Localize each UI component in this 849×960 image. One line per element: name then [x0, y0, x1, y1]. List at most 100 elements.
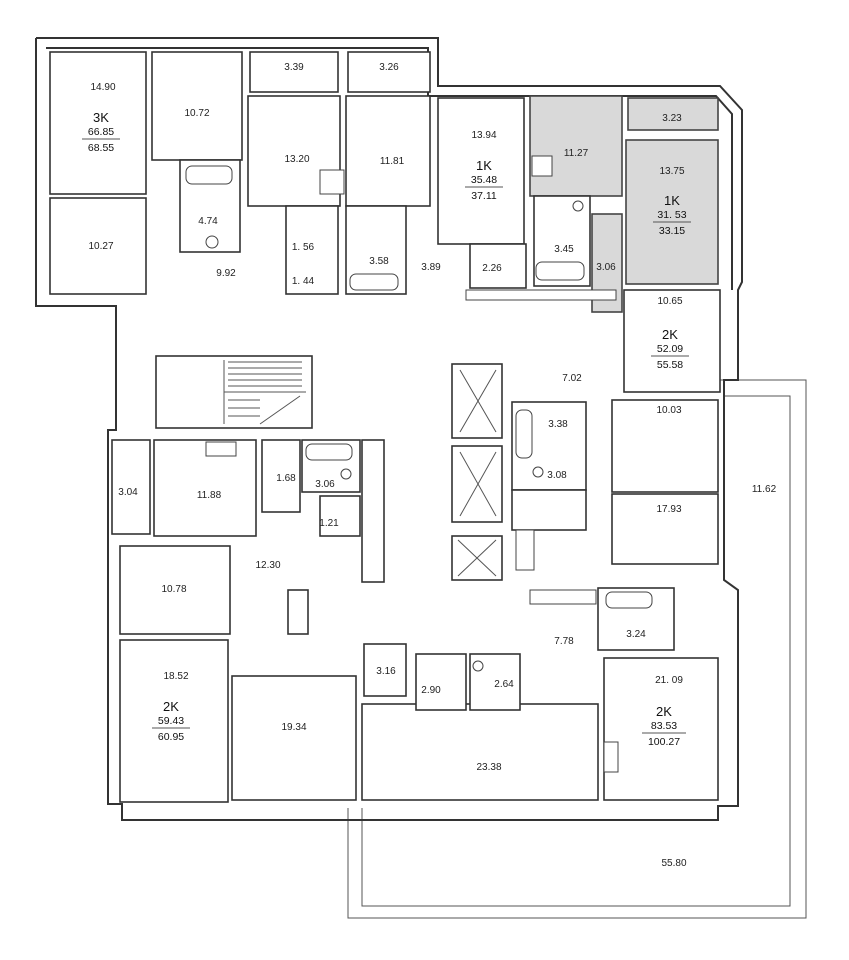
stove-icon — [531, 155, 553, 177]
room-r14 — [285, 205, 339, 295]
apartment-badge-a3[interactable]: 1K 31. 53 33.15 — [653, 193, 691, 237]
room-label: 11.81 — [380, 156, 405, 167]
room-label: 3.06 — [315, 479, 335, 490]
room-label: 55.80 — [661, 858, 686, 869]
svg-text:60.95: 60.95 — [158, 731, 184, 743]
room-label: 3.89 — [421, 262, 441, 273]
room-r42 — [231, 675, 357, 801]
room-r30 — [261, 439, 301, 513]
stove-icon — [205, 441, 237, 457]
room-label: 3.06 — [596, 262, 616, 273]
svg-text:59.43: 59.43 — [158, 715, 184, 727]
room-label: 2.26 — [482, 263, 502, 274]
toilet-icon — [472, 660, 484, 672]
room-r1 — [49, 51, 147, 195]
room-label: 9.92 — [216, 268, 236, 279]
room-r34 — [119, 545, 231, 635]
room-label: 3.38 — [548, 419, 568, 430]
apartment-a3-highlight[interactable] — [529, 95, 719, 313]
room-label: 3.08 — [547, 470, 567, 481]
room-label: 10.65 — [657, 296, 682, 307]
room-label: 3.24 — [626, 629, 646, 640]
svg-text:2K: 2K — [163, 699, 179, 714]
room-r43 — [361, 703, 599, 801]
room-label: 3.04 — [118, 487, 138, 498]
room-label: 2.90 — [421, 685, 441, 696]
svg-text:52.09: 52.09 — [657, 343, 683, 355]
room-label: 1.68 — [276, 473, 296, 484]
room-r29 — [153, 439, 257, 537]
apartment-badge-a6[interactable]: 2K 83.53 100.27 — [642, 704, 686, 748]
room-label: 23.38 — [476, 762, 501, 773]
room-label: 4.74 — [198, 216, 218, 227]
room-label: 3.45 — [554, 244, 574, 255]
room-labels: 14.90 10.72 3.39 3.26 13.94 11.27 3.23 1… — [88, 62, 776, 869]
apartment-badge-a4[interactable]: 2K 52.09 55.58 — [651, 327, 689, 371]
room-label: 10.72 — [184, 108, 209, 119]
room-r10 — [345, 95, 431, 207]
stove-icon — [319, 169, 345, 195]
room-label: 12.30 — [255, 560, 280, 571]
bathtub-icon — [185, 165, 233, 185]
room-r3 — [249, 51, 339, 93]
toilet-icon — [572, 200, 584, 212]
counter-icon — [465, 289, 617, 301]
bathtub-icon — [349, 273, 399, 291]
svg-text:33.15: 33.15 — [659, 225, 685, 237]
svg-text:35.48: 35.48 — [471, 174, 497, 186]
svg-text:1K: 1K — [664, 193, 680, 208]
room-r21 — [623, 289, 721, 393]
toilet-icon — [532, 466, 544, 478]
bathtub-icon — [535, 261, 585, 281]
room-r28 — [111, 439, 151, 535]
room-label: 10.03 — [656, 405, 681, 416]
room-label: 13.20 — [284, 154, 309, 165]
terrace-outline — [347, 379, 807, 919]
svg-text:3K: 3K — [93, 110, 109, 125]
room-label: 19.34 — [281, 722, 306, 733]
room-label: 1. 44 — [292, 276, 315, 287]
apartment-badge-a1[interactable]: 3K 66.85 68.55 — [82, 110, 120, 154]
room-label: 7.02 — [562, 373, 582, 384]
toilet-icon — [205, 235, 219, 249]
room-r18 — [469, 243, 527, 289]
svg-text:66.85: 66.85 — [88, 126, 114, 138]
room-label: 3.23 — [662, 113, 682, 124]
room-r39 — [415, 653, 467, 711]
room-label: 2.64 — [494, 679, 514, 690]
svg-text:83.53: 83.53 — [651, 720, 677, 732]
room-label: 13.75 — [659, 166, 684, 177]
stair-treads — [223, 360, 306, 425]
room-label: 21. 09 — [655, 675, 683, 686]
room-r2 — [151, 51, 243, 161]
svg-text:37.11: 37.11 — [471, 190, 497, 202]
room-label: 13.94 — [471, 130, 496, 141]
wardrobe-icon — [603, 741, 619, 773]
bathtub-icon — [305, 443, 353, 461]
svg-text:68.55: 68.55 — [88, 142, 114, 154]
svg-text:31. 53: 31. 53 — [657, 209, 686, 221]
room-r37 — [119, 639, 229, 803]
room-label: 11.27 — [564, 148, 589, 159]
room-label: 18.52 — [163, 671, 188, 682]
room-label: 11.62 — [752, 484, 777, 495]
room-r12 — [49, 197, 147, 295]
apartment-badge-a5[interactable]: 2K 59.43 60.95 — [152, 699, 190, 743]
room-r27 — [611, 493, 719, 565]
apartment-badge-a2[interactable]: 1K 35.48 37.11 — [465, 158, 503, 202]
room-label: 10.27 — [88, 241, 113, 252]
fixtures — [185, 155, 653, 773]
room-label: 3.16 — [376, 666, 396, 677]
svg-text:100.27: 100.27 — [648, 736, 680, 748]
room-r24 — [611, 399, 719, 493]
room-label: 3.26 — [379, 62, 399, 73]
svg-text:2K: 2K — [662, 327, 678, 342]
room-label: 1. 56 — [292, 242, 315, 253]
room-r41 — [603, 657, 719, 801]
room-label: 11.88 — [197, 490, 222, 501]
bathtub-icon — [605, 591, 653, 609]
room-r38 — [363, 643, 407, 697]
room-r5 — [437, 97, 525, 245]
room-label: 14.90 — [90, 82, 115, 93]
